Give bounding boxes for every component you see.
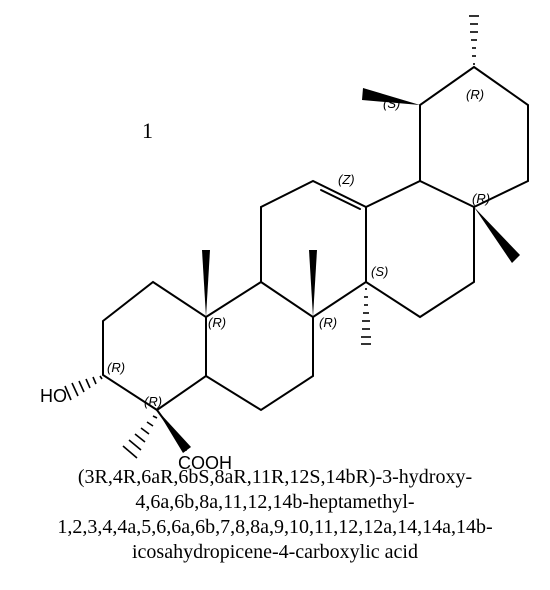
stereo-label-c14: (S) xyxy=(371,264,388,279)
stereo-label-c8: (R) xyxy=(319,315,337,330)
iupac-name-line: 4,6a,6b,8a,11,12,14b-heptamethyl- xyxy=(135,491,415,513)
stereo-label-c3: (R) xyxy=(107,360,125,375)
iupac-name-line: 1,2,3,4,4a,5,6,6a,6b,7,8,8a,9,10,11,12,1… xyxy=(57,516,493,538)
iupac-name-line: (3R,4R,6aR,6bS,8aR,11R,12S,14bR)-3-hydro… xyxy=(77,466,473,488)
compound-number: 1 xyxy=(142,118,153,143)
carboxyl-label: COOH xyxy=(178,453,232,473)
hashed-bonds xyxy=(64,15,479,459)
stereo-label-c20: (R) xyxy=(466,87,484,102)
iupac-name-line: icosahydropicene-4-carboxylic acid xyxy=(132,541,418,563)
skeleton-bonds xyxy=(102,65,529,412)
stereo-label-c12: (Z) xyxy=(338,172,355,187)
iupac-name-caption: (3R,4R,6aR,6bS,8aR,11R,12S,14bR)-3-hydro… xyxy=(0,465,550,565)
wedge-bonds xyxy=(157,88,520,453)
stereo-label-c4: (R) xyxy=(144,394,162,409)
stereo-label-c19: (S) xyxy=(383,96,400,111)
stereo-label-c17: (R) xyxy=(472,191,490,206)
stereo-label-c10: (R) xyxy=(208,315,226,330)
hydroxyl-label: HO xyxy=(40,386,67,406)
